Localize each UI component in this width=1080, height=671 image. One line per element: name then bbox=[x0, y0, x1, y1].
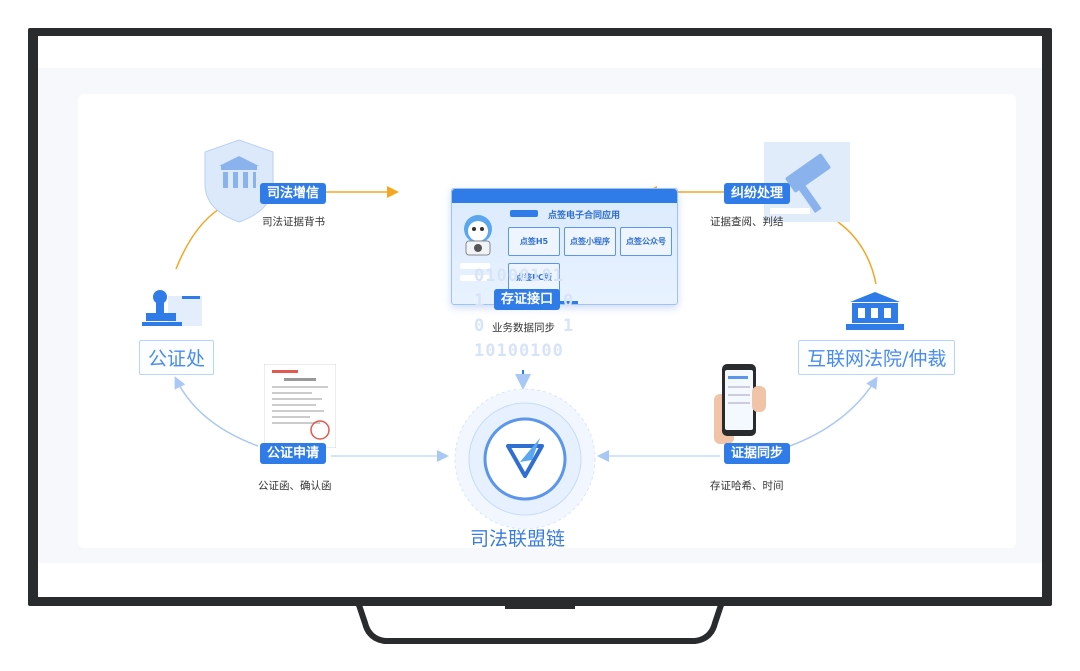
judicial-credit-caption: 司法证据背书 bbox=[262, 216, 325, 228]
dispute-caption: 证据查阅、判结 bbox=[710, 216, 784, 228]
app-button-miniprogram[interactable]: 点签小程序 bbox=[564, 227, 616, 256]
app-title: 点签电子合同应用 bbox=[548, 211, 621, 221]
placeholder-line bbox=[460, 275, 490, 281]
binary-side-left-2: 0 bbox=[474, 316, 486, 336]
app-window-bar bbox=[452, 189, 677, 203]
phone-hand-icon bbox=[714, 364, 766, 444]
chain-core-icon bbox=[454, 388, 596, 530]
interface-caption: 业务数据同步 bbox=[492, 322, 555, 334]
diagram-card: 司法增信 司法证据背书 点签电子合同应用 点签H5 点签小程序 点签公众号 点签… bbox=[78, 94, 1016, 550]
app-button-h5[interactable]: 点签H5 bbox=[508, 227, 560, 256]
interface-tag: 存证接口 bbox=[494, 289, 561, 310]
court-building-icon bbox=[846, 292, 904, 330]
binary-side-left: 1 bbox=[474, 291, 486, 311]
screen-top-band bbox=[38, 36, 1042, 68]
notary-apply-tag: 公证申请 bbox=[260, 443, 327, 464]
document-icon bbox=[264, 364, 336, 448]
tv-stand bbox=[356, 605, 724, 644]
chain-label: 司法联盟链 bbox=[470, 528, 566, 550]
arc-dispute-to-court bbox=[837, 221, 877, 285]
app-button-pc[interactable]: 点签PC版 bbox=[508, 263, 560, 292]
contract-app-panel: 点签电子合同应用 点签H5 点签小程序 点签公众号 点签PC版 bbox=[451, 188, 678, 305]
gavel-icon bbox=[764, 142, 850, 222]
notary-apply-caption: 公证函、确认函 bbox=[258, 480, 332, 492]
binary-top: 01000101 bbox=[474, 266, 564, 286]
dispute-tag: 纠纷处理 bbox=[724, 183, 791, 204]
binary-side-right-2: 1 bbox=[563, 316, 575, 336]
app-button-official-account[interactable]: 点签公众号 bbox=[620, 227, 672, 256]
app-bottom-indicator bbox=[550, 301, 578, 304]
binary-bottom: 10100100 bbox=[474, 341, 564, 361]
arc-sync-to-court bbox=[789, 376, 878, 447]
screen-bottom-band bbox=[38, 563, 1042, 597]
evidence-sync-tag: 证据同步 bbox=[724, 443, 791, 464]
judicial-credit-tag: 司法增信 bbox=[260, 183, 327, 204]
shield-bank-icon bbox=[204, 139, 274, 223]
placeholder-line bbox=[460, 263, 490, 269]
arc-apply-to-notary bbox=[174, 376, 259, 447]
evidence-sync-caption: 存证哈希、时间 bbox=[710, 480, 784, 492]
app-title-pill bbox=[510, 210, 538, 217]
mascot-icon bbox=[464, 215, 492, 256]
notary-office-label: 公证处 bbox=[139, 340, 215, 375]
notary-stamp-icon bbox=[142, 290, 202, 326]
binary-side-right: 0 bbox=[563, 291, 575, 311]
tv-screen: 司法增信 司法证据背书 点签电子合同应用 点签H5 点签小程序 点签公众号 点签… bbox=[38, 36, 1042, 597]
court-label: 互联网法院/仲裁 bbox=[798, 340, 956, 375]
